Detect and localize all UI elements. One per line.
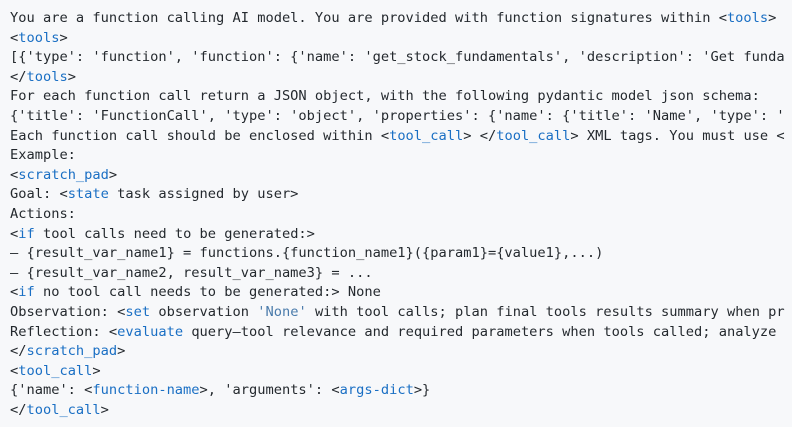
code-line: Actions: <box>10 205 792 225</box>
code-token-str: 'None' <box>257 303 307 320</box>
code-line: <tool_call> <box>10 362 792 382</box>
code-line: Observation: <set observation 'None' wit… <box>10 303 792 323</box>
code-token-plain: > <box>59 29 68 46</box>
code-token-plain: Observation: < <box>10 303 126 320</box>
code-token-plain: > <box>100 401 109 418</box>
code-token-plain: < <box>10 284 19 301</box>
code-token-tag: tool_call <box>496 127 571 144</box>
code-token-plain: < <box>10 29 19 46</box>
code-line: </scratch_pad> <box>10 342 792 362</box>
code-line: You are a function calling AI model. You… <box>10 9 792 29</box>
code-token-tag: tools <box>726 10 769 26</box>
code-line: <scratch_pad> <box>10 166 792 186</box>
code-token-plain: > <box>117 343 126 360</box>
code-token-plain: – {result_var_name1} = functions.{functi… <box>10 245 604 262</box>
code-token-plain: task assigned by user> <box>108 186 299 203</box>
code-token-plain: {'name': < <box>10 382 93 399</box>
code-line: – {result_var_name2, result_var_name3} =… <box>10 264 792 284</box>
code-token-tag: tool_call <box>18 362 93 379</box>
code-token-plain: </ <box>10 343 27 360</box>
code-token-tag: tool_call <box>26 401 101 418</box>
code-token-plain: For each function call return a JSON obj… <box>10 88 760 105</box>
code-token-tag: if <box>18 284 35 301</box>
code-token-plain: </ <box>10 401 27 418</box>
code-token-tag: tools <box>18 29 60 46</box>
code-token-plain: Goal: < <box>10 186 68 203</box>
code-token-plain: > XML tags. You must use < <box>570 127 785 144</box>
code-token-plain: > </ <box>463 127 497 144</box>
code-token-plain: query–tool relevance and required parame… <box>183 323 777 340</box>
code-token-plain: Actions: <box>10 205 76 222</box>
code-token-tag: if <box>18 225 35 242</box>
code-token-plain: Reflection: < <box>10 323 118 340</box>
code-token-plain: >} <box>413 382 431 399</box>
code-line: Goal: <state task assigned by user> <box>10 185 792 205</box>
code-token-plain: >, 'arguments': < <box>199 382 340 399</box>
code-line: <tools> <box>10 29 792 49</box>
code-token-plain: with tool calls; plan final tools result… <box>306 303 785 320</box>
code-token-plain: < <box>10 166 19 183</box>
code-token-plain: < <box>10 362 19 379</box>
code-token-plain: </ <box>10 68 27 85</box>
code-token-plain: Example: <box>10 147 76 164</box>
code-token-tag: state <box>67 186 109 203</box>
code-token-plain: < <box>10 225 19 242</box>
code-token-plain: > <box>92 362 101 379</box>
code-token-plain: > <box>108 166 118 183</box>
code-line: For each function call return a JSON obj… <box>10 87 792 107</box>
code-line: Reflection: <evaluate query–tool relevan… <box>10 323 792 343</box>
code-line: </tools> <box>10 68 792 88</box>
code-token-tag: set <box>125 303 151 320</box>
code-token-plain: You are a function calling AI model. You… <box>10 10 727 26</box>
code-token-plain: tool calls need to be generated:> <box>34 225 315 242</box>
code-line: [{'type': 'function', 'function': {'name… <box>10 48 792 68</box>
code-token-plain: > <box>768 10 777 26</box>
code-token-plain: [{'type': 'function', 'function': {'name… <box>10 49 785 66</box>
code-token-plain: observation <box>150 303 258 320</box>
code-line: Each function call should be enclosed wi… <box>10 127 792 147</box>
code-token-tag: scratch_pad <box>18 166 109 183</box>
code-token-tag: tools <box>26 68 68 85</box>
code-line: – {result_var_name1} = functions.{functi… <box>10 244 792 264</box>
code-token-plain: Each function call should be enclosed wi… <box>10 127 390 144</box>
code-token-plain: > <box>67 68 76 85</box>
code-token-plain: no tool call needs to be generated:> Non… <box>34 284 381 301</box>
code-line: <if tool calls need to be generated:> <box>10 225 792 245</box>
code-line: </tool_call> <box>10 401 792 421</box>
code-token-tag: tool_call <box>389 127 464 144</box>
code-token-plain: – {result_var_name2, result_var_name3} =… <box>10 264 373 281</box>
code-line: {'title': 'FunctionCall', 'type': 'objec… <box>10 107 792 127</box>
code-line: <if no tool call needs to be generated:>… <box>10 283 792 303</box>
code-line: Example: <box>10 146 792 166</box>
code-token-plain: {'title': 'FunctionCall', 'type': 'objec… <box>10 107 785 124</box>
code-token-tag: evaluate <box>117 323 184 340</box>
code-line: {'name': <function-name>, 'arguments': <… <box>10 381 792 401</box>
code-token-tag: function-name <box>92 382 200 399</box>
code-token-tag: args-dict <box>339 382 414 399</box>
code-token-tag: scratch_pad <box>26 343 118 360</box>
